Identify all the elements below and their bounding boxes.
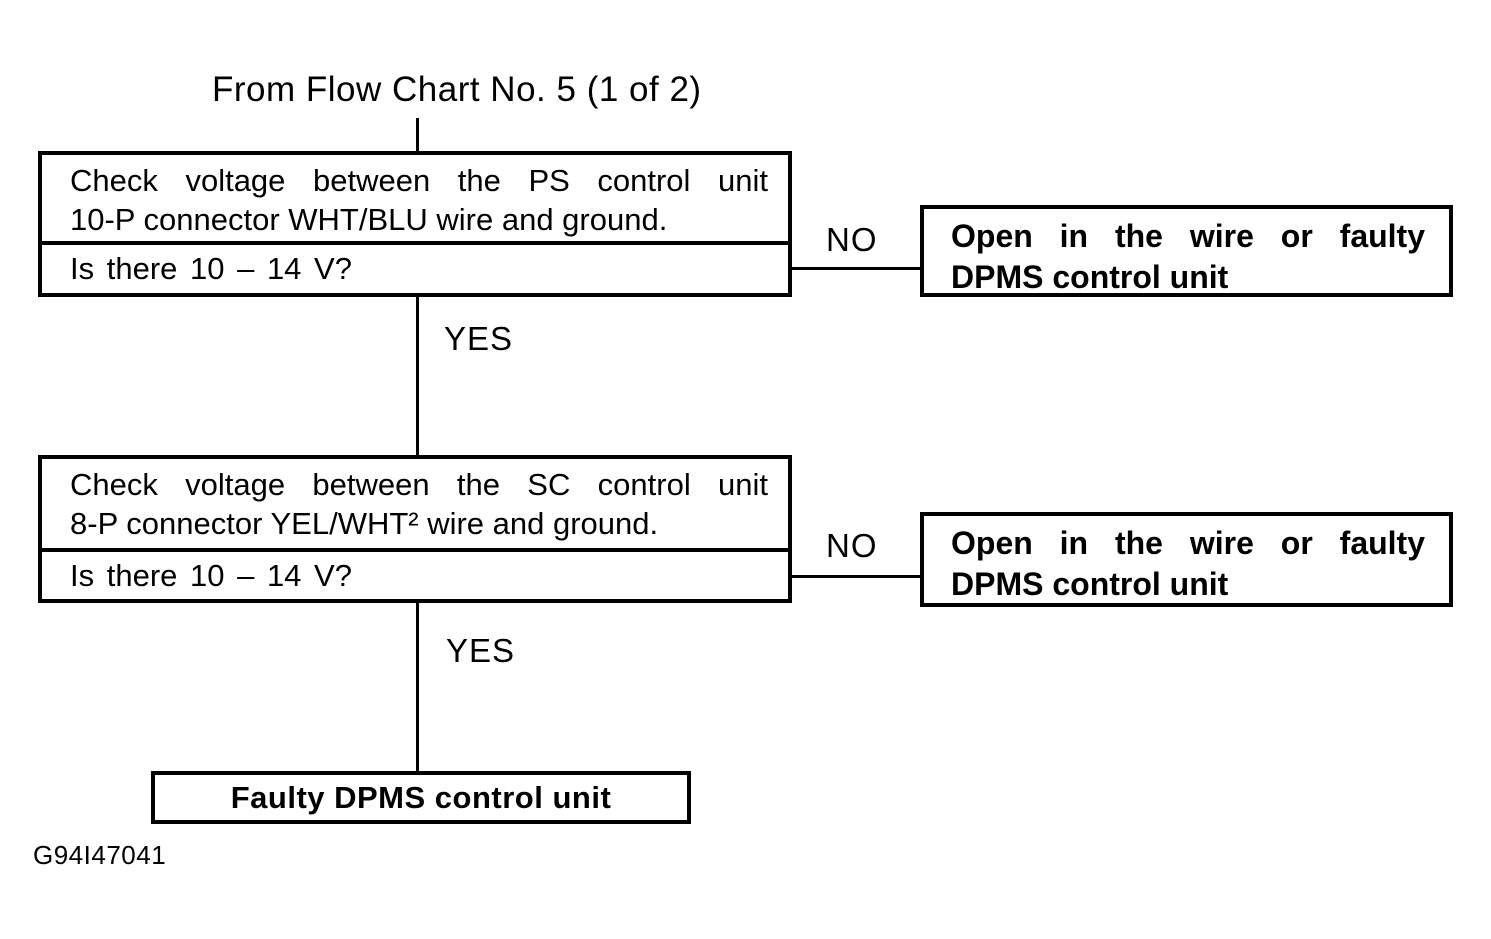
step2-instruction-line2: 8-P connector YEL/WHT² wire and ground. — [70, 506, 659, 541]
step1-no-result-line2: DPMS control unit — [951, 259, 1229, 295]
step2-box: Check voltage between the SC control uni… — [38, 455, 792, 603]
step1-no-result-box: Open in the wire or faulty DPMS control … — [920, 205, 1453, 297]
step2-no-result-line2: DPMS control unit — [951, 566, 1229, 602]
step1-box: Check voltage between the PS control uni… — [38, 151, 792, 297]
step2-no-result-line1: Open in the wire or faulty — [951, 525, 1425, 561]
step1-instruction-line1: Check voltage between the PS control uni… — [70, 163, 768, 198]
step2-question: Is there 10 – 14 V? — [70, 557, 352, 593]
step1-no-label: NO — [826, 221, 878, 258]
flowchart-source-label: From Flow Chart No. 5 (1 of 2) — [212, 70, 702, 109]
step2-no-result-box: Open in the wire or faulty DPMS control … — [920, 512, 1453, 607]
step2-yes-label: YES — [446, 632, 516, 669]
step1-yes-label: YES — [444, 320, 514, 357]
figure-code: G94I47041 — [33, 840, 167, 870]
step2-no-label: NO — [826, 527, 878, 564]
step1-no-result-line1: Open in the wire or faulty — [951, 218, 1425, 254]
step1-no-connector-line — [791, 267, 920, 270]
step2-no-connector-line — [792, 575, 920, 578]
step1-question: Is there 10 – 14 V? — [70, 251, 352, 286]
final-result-box: Faulty DPMS control unit — [151, 771, 691, 824]
step1-to-step2-connector-line — [416, 297, 419, 455]
step2-instruction: Check voltage between the SC control uni… — [42, 459, 788, 552]
step2-instruction-line1: Check voltage between the SC control uni… — [70, 467, 768, 502]
step2-to-final-connector-line — [416, 603, 419, 771]
entry-connector-line — [416, 118, 419, 152]
step1-instruction: Check voltage between the PS control uni… — [42, 155, 788, 245]
step1-instruction-line2: 10-P connector WHT/BLU wire and ground. — [70, 202, 668, 237]
